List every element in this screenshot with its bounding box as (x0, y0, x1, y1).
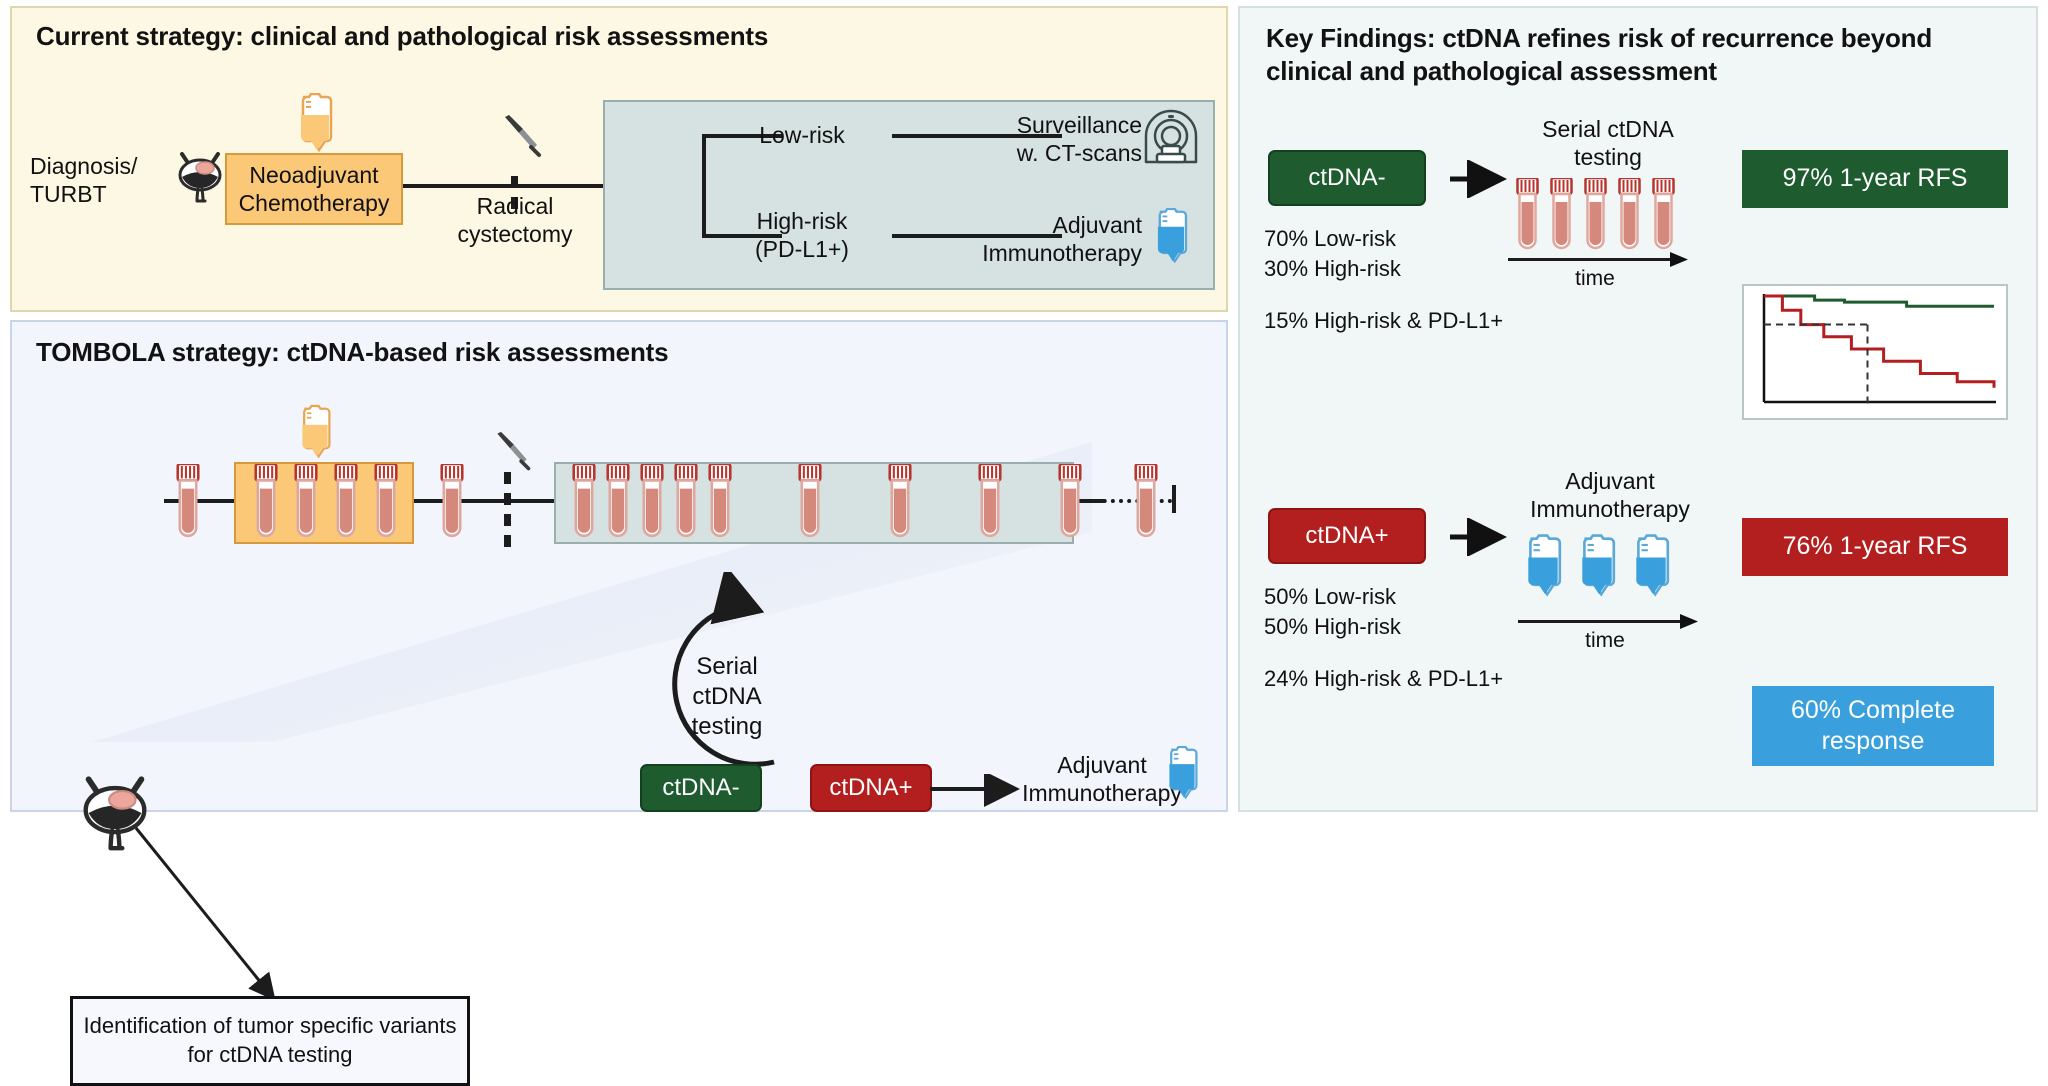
iv-bag-blue-icon (1630, 534, 1672, 605)
panel-current-strategy: Current strategy: clinical and pathologi… (10, 6, 1228, 312)
blood-tube-icon (602, 462, 632, 538)
key-row-0-badge[interactable]: ctDNA- (1268, 150, 1426, 206)
key-row-0-process-label: Serial ctDNA testing (1542, 116, 1674, 170)
key-row-0-result: 97% 1-year RFS (1742, 150, 2008, 208)
timeline-dotted-tail (1062, 499, 1172, 503)
key-row-0-time-label: time (1575, 267, 1615, 290)
panel-tombola-strategy: TOMBOLA strategy: ctDNA-based risk asses… (10, 320, 1228, 1086)
bladder-icon (172, 148, 228, 211)
neoadjuvant-chemotherapy-box: Neoadjuvant Chemotherapy (225, 153, 403, 225)
low-risk-label: Low-risk (759, 122, 845, 148)
connector-line-2 (403, 184, 603, 188)
iv-bag-blue-icon (1164, 745, 1200, 807)
key-row-1-process-label: Adjuvant Immunotherapy (1530, 468, 1690, 522)
iv-bag-orange-icon (297, 404, 333, 467)
panel-key-findings: Key Findings: ctDNA refines risk of recu… (1238, 6, 2038, 812)
blood-tube-icon (370, 462, 400, 538)
blood-tube-icon (1512, 176, 1543, 259)
key-row-1-stat-extra: 24% High-risk & PD-L1+ (1264, 666, 1504, 691)
iv-bag-blue-icon (1576, 534, 1618, 605)
ct-scanner-icon (1140, 108, 1202, 175)
key-row-0-stat-1: 30% High-risk (1264, 256, 1401, 281)
adjuvant-immunotherapy-label: Adjuvant Immunotherapy (982, 212, 1142, 266)
key-row-1-secondary-result: 60% Complete response (1752, 686, 1994, 766)
radical-cystectomy-label: Radical cystectomy (457, 193, 573, 247)
blood-tube-icon (884, 462, 914, 538)
blood-tube-icon (1130, 462, 1160, 538)
key-row-1-stat-1: 50% High-risk (1264, 614, 1401, 639)
key-row-0-stat-extra: 15% High-risk & PD-L1+ (1264, 308, 1504, 333)
ctdna-negative-pill[interactable]: ctDNA- (640, 764, 762, 812)
ctdna-positive-to-adjuvant-arrow (930, 774, 1020, 807)
high-risk-connector (892, 234, 1062, 238)
panel-tombola-title: TOMBOLA strategy: ctDNA-based risk asses… (36, 337, 669, 367)
blood-tube-icon (704, 462, 734, 538)
blood-tube-icon (290, 462, 320, 538)
blood-tube-icon (172, 462, 202, 538)
blood-tube-icon (794, 462, 824, 538)
infographic-figure: Current strategy: clinical and pathologi… (10, 6, 2038, 1086)
blood-tube-icon (636, 462, 666, 538)
blood-tube-icon (330, 462, 360, 538)
key-row-0-time-arrowhead (1670, 252, 1688, 267)
serial-ctdna-testing-label: Serial ctDNA testing (691, 653, 763, 740)
iv-bag-blue-icon (1522, 534, 1564, 605)
cystectomy-dash-marker (511, 176, 518, 218)
blood-tube-icon (1614, 176, 1645, 259)
blood-tube-icon (1546, 176, 1577, 259)
key-row-1-time-label: time (1585, 629, 1625, 652)
blood-tube-icon (568, 462, 598, 538)
iv-bag-row-icon (1522, 534, 1684, 605)
blood-tube-icon (974, 462, 1004, 538)
tombola-adjuvant-label: Adjuvant Immunotherapy (1022, 752, 1182, 806)
panel-current-title: Current strategy: clinical and pathologi… (36, 21, 769, 51)
blood-tube-row-icon (1512, 176, 1682, 259)
iv-bag-blue-icon (1152, 207, 1190, 271)
key-row-1-result: 76% 1-year RFS (1742, 518, 2008, 576)
identification-box: Identification of tumor specific variant… (70, 996, 470, 1086)
cystectomy-dash-marker (504, 472, 511, 556)
key-row-1-time-axis (1518, 620, 1688, 623)
blood-tube-icon (1054, 462, 1084, 538)
blood-tube-icon (1648, 176, 1679, 259)
key-row-0-time-axis (1508, 258, 1678, 261)
iv-bag-orange-icon (295, 92, 335, 160)
high-risk-label: High-risk (PD-L1+) (755, 208, 849, 262)
panel-key-findings-title: Key Findings: ctDNA refines risk of recu… (1266, 23, 1933, 87)
arrow-right-icon (1450, 518, 1507, 556)
blood-tube-icon (670, 462, 700, 538)
surveillance-label: Surveillance w. CT-scans (1016, 112, 1142, 166)
blood-tube-icon (1580, 176, 1611, 259)
key-row-0-stat-0: 70% Low-risk (1264, 226, 1397, 251)
timeline-end-tick (1172, 485, 1176, 513)
blood-tube-icon (436, 462, 466, 538)
bladder-to-identification-arrow (134, 827, 276, 1002)
blood-tube-icon (250, 462, 280, 538)
arrow-right-icon (1450, 160, 1507, 198)
km-survival-plot (1742, 284, 2008, 420)
branch-top (702, 134, 782, 138)
branch-vline (702, 136, 706, 238)
scalpel-icon (497, 111, 545, 168)
ctdna-positive-pill[interactable]: ctDNA+ (810, 764, 932, 812)
scalpel-icon (490, 428, 534, 481)
serial-testing-loop (624, 564, 824, 807)
branch-bottom (702, 234, 782, 238)
diagnosis-label: Diagnosis/ TURBT (30, 153, 138, 207)
km-plot-svg (1762, 294, 1996, 406)
low-risk-connector (892, 134, 1062, 138)
key-row-1-time-arrowhead (1680, 614, 1698, 629)
key-row-1-badge[interactable]: ctDNA+ (1268, 508, 1426, 564)
key-row-1-stat-0: 50% Low-risk (1264, 584, 1397, 609)
